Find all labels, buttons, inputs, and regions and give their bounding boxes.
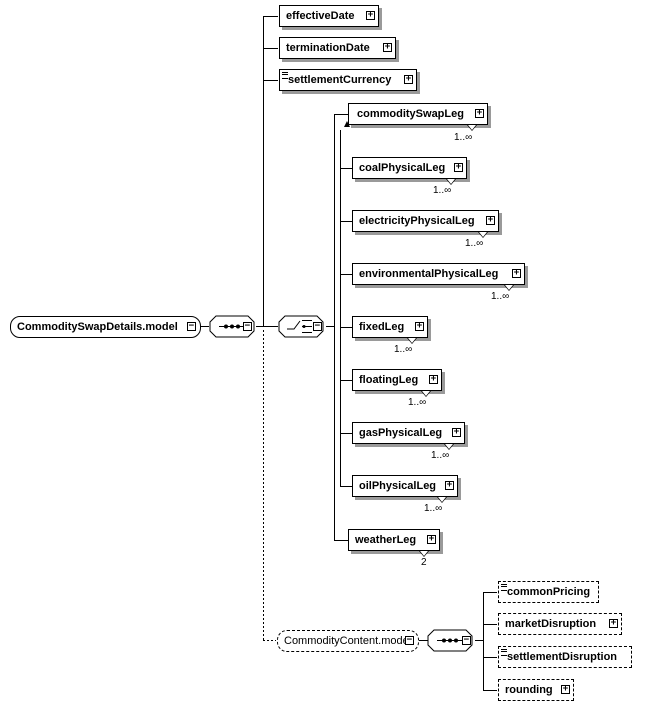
cardinality-label: 1..∞: [454, 132, 473, 143]
expand-icon[interactable]: +: [486, 215, 495, 225]
element-effective-date[interactable]: effectiveDate +: [279, 5, 379, 27]
documentation-icon: [282, 72, 288, 79]
element-environmental-physical-leg[interactable]: environmentalPhysicalLeg +: [352, 263, 525, 285]
cardinality-notch: [446, 179, 456, 185]
element-label: terminationDate: [286, 42, 370, 54]
documentation-icon: [501, 584, 507, 591]
root-collapse-toggle[interactable]: −: [187, 321, 196, 331]
element-label: weatherLeg: [355, 534, 417, 546]
cardinality-label: 1..∞: [408, 397, 427, 408]
cardinality-notch: [478, 232, 488, 238]
expand-icon[interactable]: +: [445, 480, 454, 490]
expand-icon[interactable]: +: [454, 162, 463, 172]
element-label: commonPricing: [507, 586, 591, 598]
element-commodity-swap-leg[interactable]: commoditySwapLeg +: [348, 103, 488, 125]
content-sequence-compositor: [427, 629, 473, 652]
element-gas-physical-leg[interactable]: gasPhysicalLeg +: [352, 422, 465, 444]
sequence-collapse-toggle[interactable]: −: [243, 321, 252, 331]
element-label: marketDisruption: [505, 618, 597, 630]
cardinality-notch: [407, 338, 417, 344]
element-market-disruption[interactable]: marketDisruption +: [498, 613, 622, 635]
element-label: coalPhysicalLeg: [359, 162, 446, 174]
expand-icon[interactable]: +: [475, 108, 484, 118]
cardinality-notch: [467, 125, 477, 131]
content-model-label: CommodityContent.model: [284, 635, 412, 647]
expand-icon[interactable]: +: [404, 74, 413, 84]
element-label: environmentalPhysicalLeg: [359, 268, 499, 280]
cardinality-notch: [421, 391, 431, 397]
cardinality-notch: [437, 497, 447, 503]
element-fixed-leg[interactable]: fixedLeg +: [352, 316, 428, 338]
cardinality-label: 1..∞: [424, 503, 443, 514]
element-label: settlementCurrency: [288, 74, 392, 86]
element-settlement-disruption[interactable]: settlementDisruption: [498, 646, 632, 668]
element-common-pricing[interactable]: commonPricing: [498, 581, 599, 603]
element-label: gasPhysicalLeg: [359, 427, 443, 439]
element-coal-physical-leg[interactable]: coalPhysicalLeg +: [352, 157, 467, 179]
cardinality-notch: [504, 285, 514, 291]
cardinality-label: 1..∞: [465, 238, 484, 249]
expand-icon[interactable]: +: [609, 618, 618, 628]
cardinality-notch: [419, 551, 429, 557]
element-label: fixedLeg: [359, 321, 405, 333]
cardinality-label: 1..∞: [433, 185, 452, 196]
cardinality-label: 1..∞: [394, 344, 413, 355]
element-label: commoditySwapLeg: [357, 108, 464, 120]
sequence-compositor: [209, 315, 255, 338]
content-sequence-collapse-toggle[interactable]: −: [462, 635, 471, 645]
expand-icon[interactable]: +: [383, 42, 392, 52]
documentation-icon: [501, 649, 507, 656]
cardinality-label: 1..∞: [431, 450, 450, 461]
cardinality-notch: [444, 444, 454, 450]
root-model-label: CommoditySwapDetails.model: [17, 321, 178, 333]
element-label: effectiveDate: [286, 10, 355, 22]
element-floating-leg[interactable]: floatingLeg +: [352, 369, 442, 391]
element-oil-physical-leg[interactable]: oilPhysicalLeg +: [352, 475, 458, 497]
root-model-node[interactable]: CommoditySwapDetails.model −: [10, 316, 201, 338]
element-label: settlementDisruption: [507, 651, 618, 663]
element-weather-leg[interactable]: weatherLeg +: [348, 529, 440, 551]
expand-icon[interactable]: +: [452, 427, 461, 437]
element-label: electricityPhysicalLeg: [359, 215, 475, 227]
content-model-node[interactable]: CommodityContent.model −: [277, 630, 419, 652]
expand-icon[interactable]: +: [415, 321, 424, 331]
expand-icon[interactable]: +: [366, 10, 375, 20]
element-termination-date[interactable]: terminationDate +: [279, 37, 396, 59]
element-settlement-currency[interactable]: settlementCurrency +: [279, 69, 417, 91]
expand-icon[interactable]: +: [429, 374, 438, 384]
choice-collapse-toggle[interactable]: −: [313, 321, 322, 331]
element-label: floatingLeg: [359, 374, 419, 386]
expand-icon[interactable]: +: [427, 534, 436, 544]
element-electricity-physical-leg[interactable]: electricityPhysicalLeg +: [352, 210, 499, 232]
cardinality-label: 1..∞: [491, 291, 510, 302]
element-label: oilPhysicalLeg: [359, 480, 437, 492]
expand-icon[interactable]: +: [561, 684, 570, 694]
choice-compositor: [278, 315, 324, 338]
element-label: rounding: [505, 684, 553, 696]
expand-icon[interactable]: +: [512, 268, 521, 278]
content-model-collapse-toggle[interactable]: −: [405, 635, 414, 645]
element-rounding[interactable]: rounding +: [498, 679, 574, 701]
cardinality-label: 2: [421, 557, 427, 568]
